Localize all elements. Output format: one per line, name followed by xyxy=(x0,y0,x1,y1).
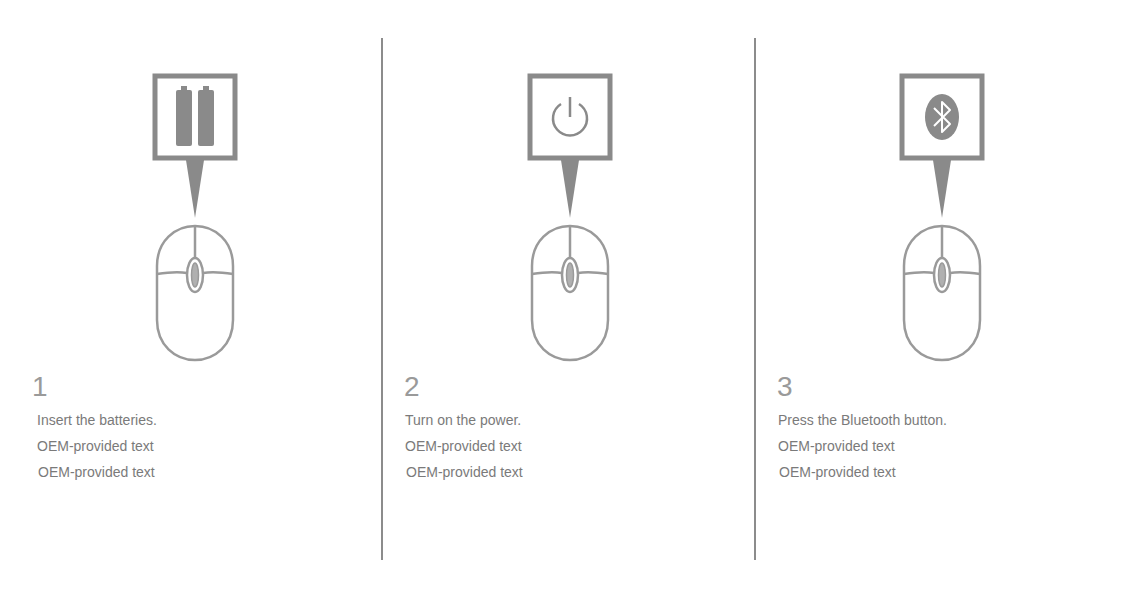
oem-text: OEM-provided text xyxy=(405,437,522,455)
oem-text: OEM-provided text xyxy=(37,437,154,455)
step-instruction: Press the Bluetooth button. xyxy=(778,411,947,429)
battery-callout xyxy=(155,76,235,218)
step-instruction: Insert the batteries. xyxy=(37,411,157,429)
step-instruction: Turn on the power. xyxy=(405,411,521,429)
oem-text: OEM-provided text xyxy=(779,463,896,481)
mouse-drawing xyxy=(904,226,980,360)
oem-text: OEM-provided text xyxy=(38,463,155,481)
mouse-drawing xyxy=(532,226,608,360)
oem-text: OEM-provided text xyxy=(778,437,895,455)
panel-divider xyxy=(754,38,756,560)
bluetooth-callout xyxy=(902,76,982,218)
mouse-drawing xyxy=(157,226,233,360)
oem-text: OEM-provided text xyxy=(406,463,523,481)
callout-number: 2 xyxy=(404,372,420,402)
power-callout xyxy=(530,76,610,218)
callout-number: 1 xyxy=(32,372,48,402)
panel-divider xyxy=(381,38,383,560)
callout-number: 3 xyxy=(777,372,793,402)
